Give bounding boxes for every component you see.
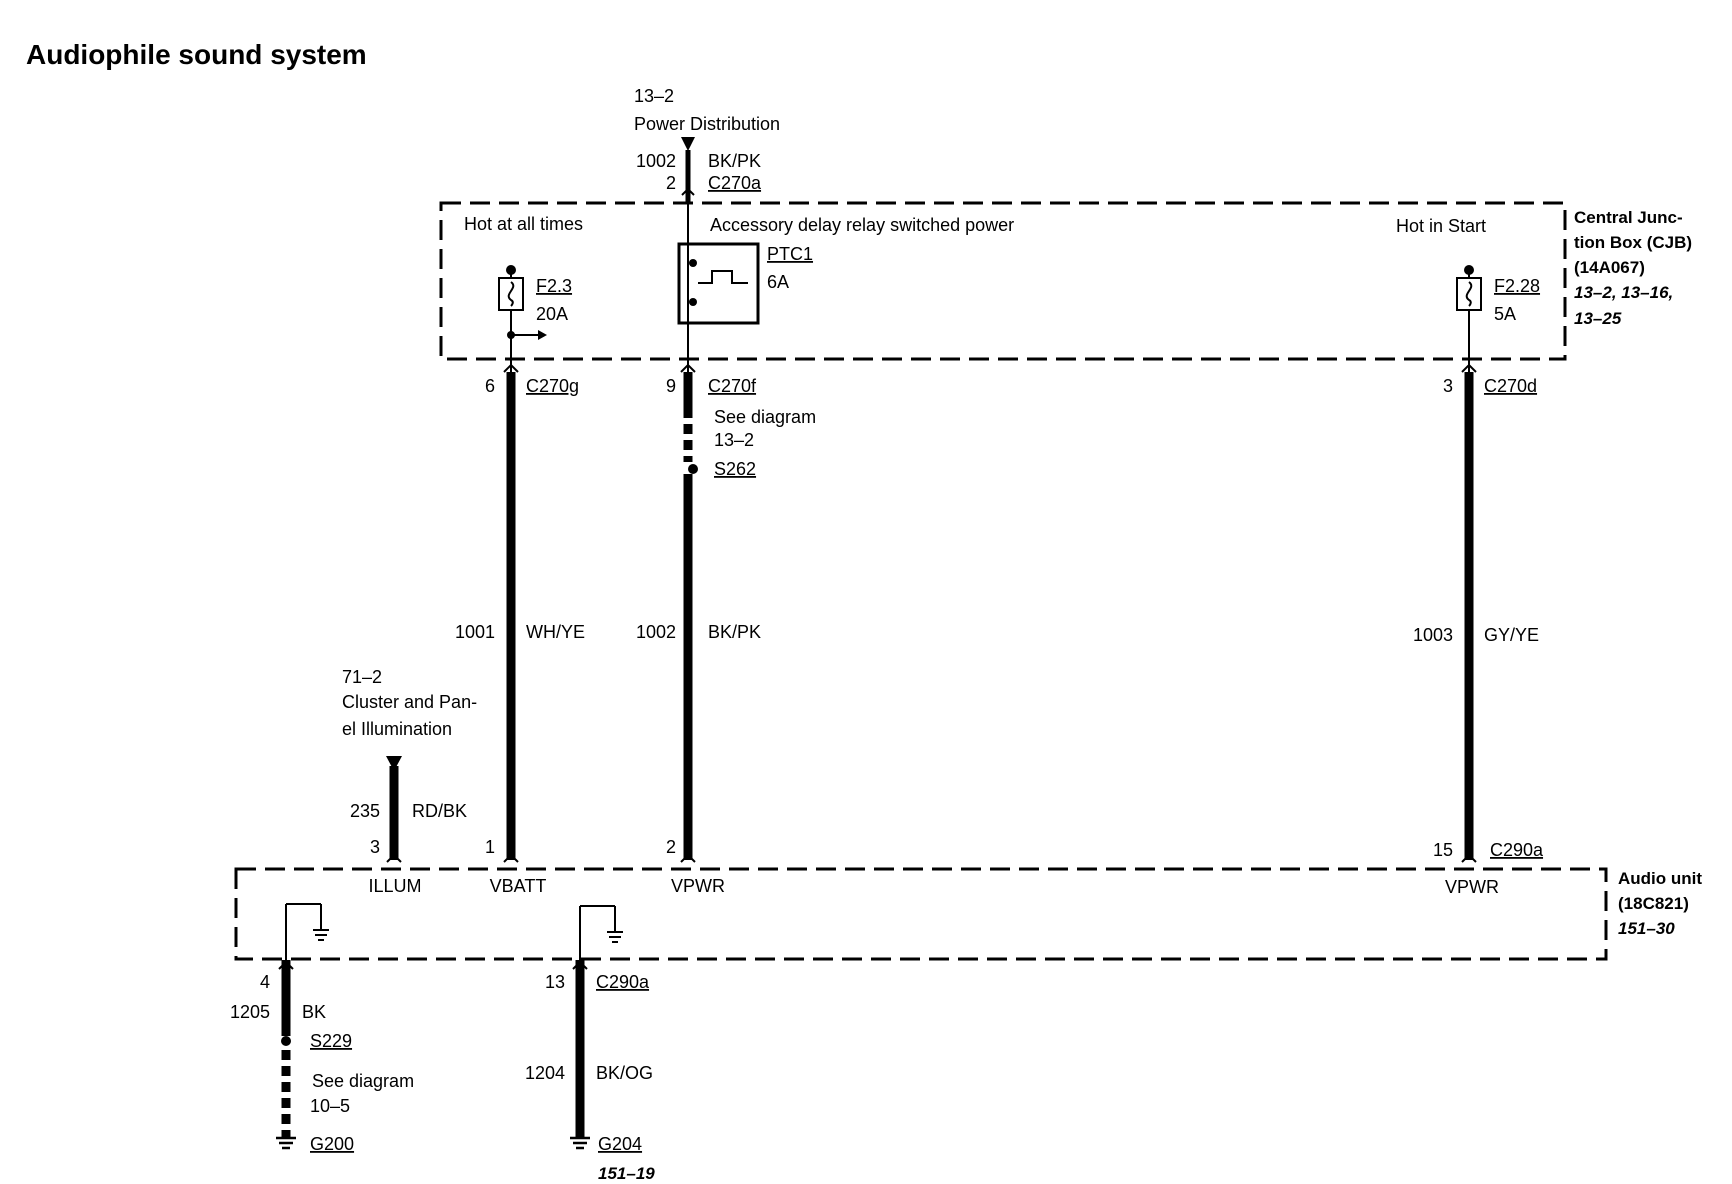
cjb-accessory-power: Accessory delay relay switched power (710, 215, 1014, 235)
branch-arrow-icon (538, 330, 547, 340)
wire-1204-connector: C290a (596, 972, 650, 992)
wire-1204-circuit: 1204 (525, 1063, 565, 1083)
ground-g204-icon (570, 1136, 590, 1150)
wire-1204-pin: 13 (545, 972, 565, 992)
wire-1001-pin-top: 6 (485, 376, 495, 396)
cjb-name-line1: Central Junc- (1574, 208, 1683, 227)
wire-1002-circuit: 1002 (636, 622, 676, 642)
wire-1002-top-chevron (680, 363, 696, 373)
wire-1003-color: GY/YE (1484, 625, 1539, 645)
cjb-refs-line2: 13–25 (1574, 309, 1622, 328)
wire-1204-color: BK/OG (596, 1063, 653, 1083)
top-feed-circuit: 1002 (636, 151, 676, 171)
fuse-f2-28 (1456, 265, 1482, 372)
wire-1205-pin: 4 (260, 972, 270, 992)
splice-s262-dot (688, 464, 698, 474)
ptc1-rating: 6A (767, 272, 789, 292)
wire-1204-chevron (572, 960, 588, 970)
wire-235-page: 71–2 (342, 667, 382, 687)
wire-1001-connector-top: C270g (526, 376, 579, 396)
wire-1001-top-chevron (503, 363, 519, 373)
wire-1001-pin-bottom: 1 (485, 837, 495, 857)
wire-235-circuit: 235 (350, 801, 380, 821)
ground-g200-icon (276, 1136, 296, 1150)
wire-1002-connector-top: C270f (708, 376, 757, 396)
fuse-f2-28-rating: 5A (1494, 304, 1516, 324)
wire-1002-see-ref: 13–2 (714, 430, 754, 450)
wire-1003-bottom-chevron (1461, 853, 1477, 863)
wire-1205-chevron (278, 960, 294, 970)
wire-1205-see-ref: 10–5 (310, 1096, 350, 1116)
terminal-illum: ILLUM (368, 876, 421, 896)
top-feed-page: 13–2 (634, 86, 674, 106)
ptc1-device (677, 203, 760, 372)
top-feed-color: BK/PK (708, 151, 761, 171)
wire-235-color: RD/BK (412, 801, 467, 821)
wire-235-label-line1: Cluster and Pan- (342, 692, 477, 712)
audio-unit-box (234, 867, 1608, 961)
ground-g204-ref: 151–19 (598, 1164, 655, 1183)
wire-1002-see-diagram: See diagram (714, 407, 816, 427)
ground-g204: G204 (598, 1134, 642, 1154)
wire-235-arrow-icon (386, 756, 402, 771)
wire-235-bottom-chevron (386, 853, 402, 863)
terminal-vpwr-left: VPWR (671, 876, 725, 896)
cjb-part: (14A067) (1574, 258, 1645, 277)
terminal-vbatt: VBATT (490, 876, 547, 896)
splice-s229: S229 (310, 1031, 352, 1051)
cjb-box (439, 201, 1567, 361)
splice-s262: S262 (714, 459, 756, 479)
audio-unit-name: Audio unit (1618, 869, 1702, 888)
cjb-refs-line1: 13–2, 13–16, (1574, 283, 1673, 302)
splice-s229-dot (281, 1036, 291, 1046)
audio-unit-ref: 151–30 (1618, 919, 1675, 938)
cjb-hot-all-times: Hot at all times (464, 214, 583, 234)
wire-1205-color: BK (302, 1002, 326, 1022)
top-feed-arrow-icon (681, 137, 695, 151)
wire-1003-connector-top: C270d (1484, 376, 1537, 396)
wire-235-pin-bottom: 3 (370, 837, 380, 857)
top-feed-connector-chevron (681, 187, 695, 196)
cjb-name-line2: tion Box (CJB) (1574, 233, 1692, 252)
wire-235-label-line2: el Illumination (342, 719, 452, 739)
ground-g200: G200 (310, 1134, 354, 1154)
wire-1002-bottom-chevron (680, 853, 696, 863)
wire-1001-bottom-chevron (503, 853, 519, 863)
wire-1003-top-chevron (1461, 363, 1477, 373)
audio-unit-part: (18C821) (1618, 894, 1689, 913)
wire-1003-pin-bottom: 15 (1433, 840, 1453, 860)
terminal-vpwr-right: VPWR (1445, 877, 1499, 897)
wire-1205-see-diagram: See diagram (312, 1071, 414, 1091)
fuse-f2-3-name: F2.3 (536, 276, 572, 296)
fuse-f2-28-name: F2.28 (1494, 276, 1540, 296)
page-title: Audiophile sound system (26, 39, 367, 70)
wire-1002-pin-top: 9 (666, 376, 676, 396)
top-feed-pin: 2 (666, 173, 676, 193)
ptc1-name: PTC1 (767, 244, 813, 264)
wire-1003-pin-top: 3 (1443, 376, 1453, 396)
wire-1001-circuit: 1001 (455, 622, 495, 642)
wire-1002-pin-bottom: 2 (666, 837, 676, 857)
wire-1003-connector-bottom: C290a (1490, 840, 1544, 860)
wire-1001-color: WH/YE (526, 622, 585, 642)
top-feed-connector: C270a (708, 173, 762, 193)
fuse-f2-3-rating: 20A (536, 304, 568, 324)
fuse-f2-3 (498, 265, 547, 372)
cjb-hot-in-start: Hot in Start (1396, 216, 1486, 236)
wire-1002-color: BK/PK (708, 622, 761, 642)
top-feed-label: Power Distribution (634, 114, 780, 134)
internal-ground-2 (579, 905, 623, 960)
wire-1205-circuit: 1205 (230, 1002, 270, 1022)
internal-ground-1 (285, 903, 329, 960)
wire-1003-circuit: 1003 (1413, 625, 1453, 645)
